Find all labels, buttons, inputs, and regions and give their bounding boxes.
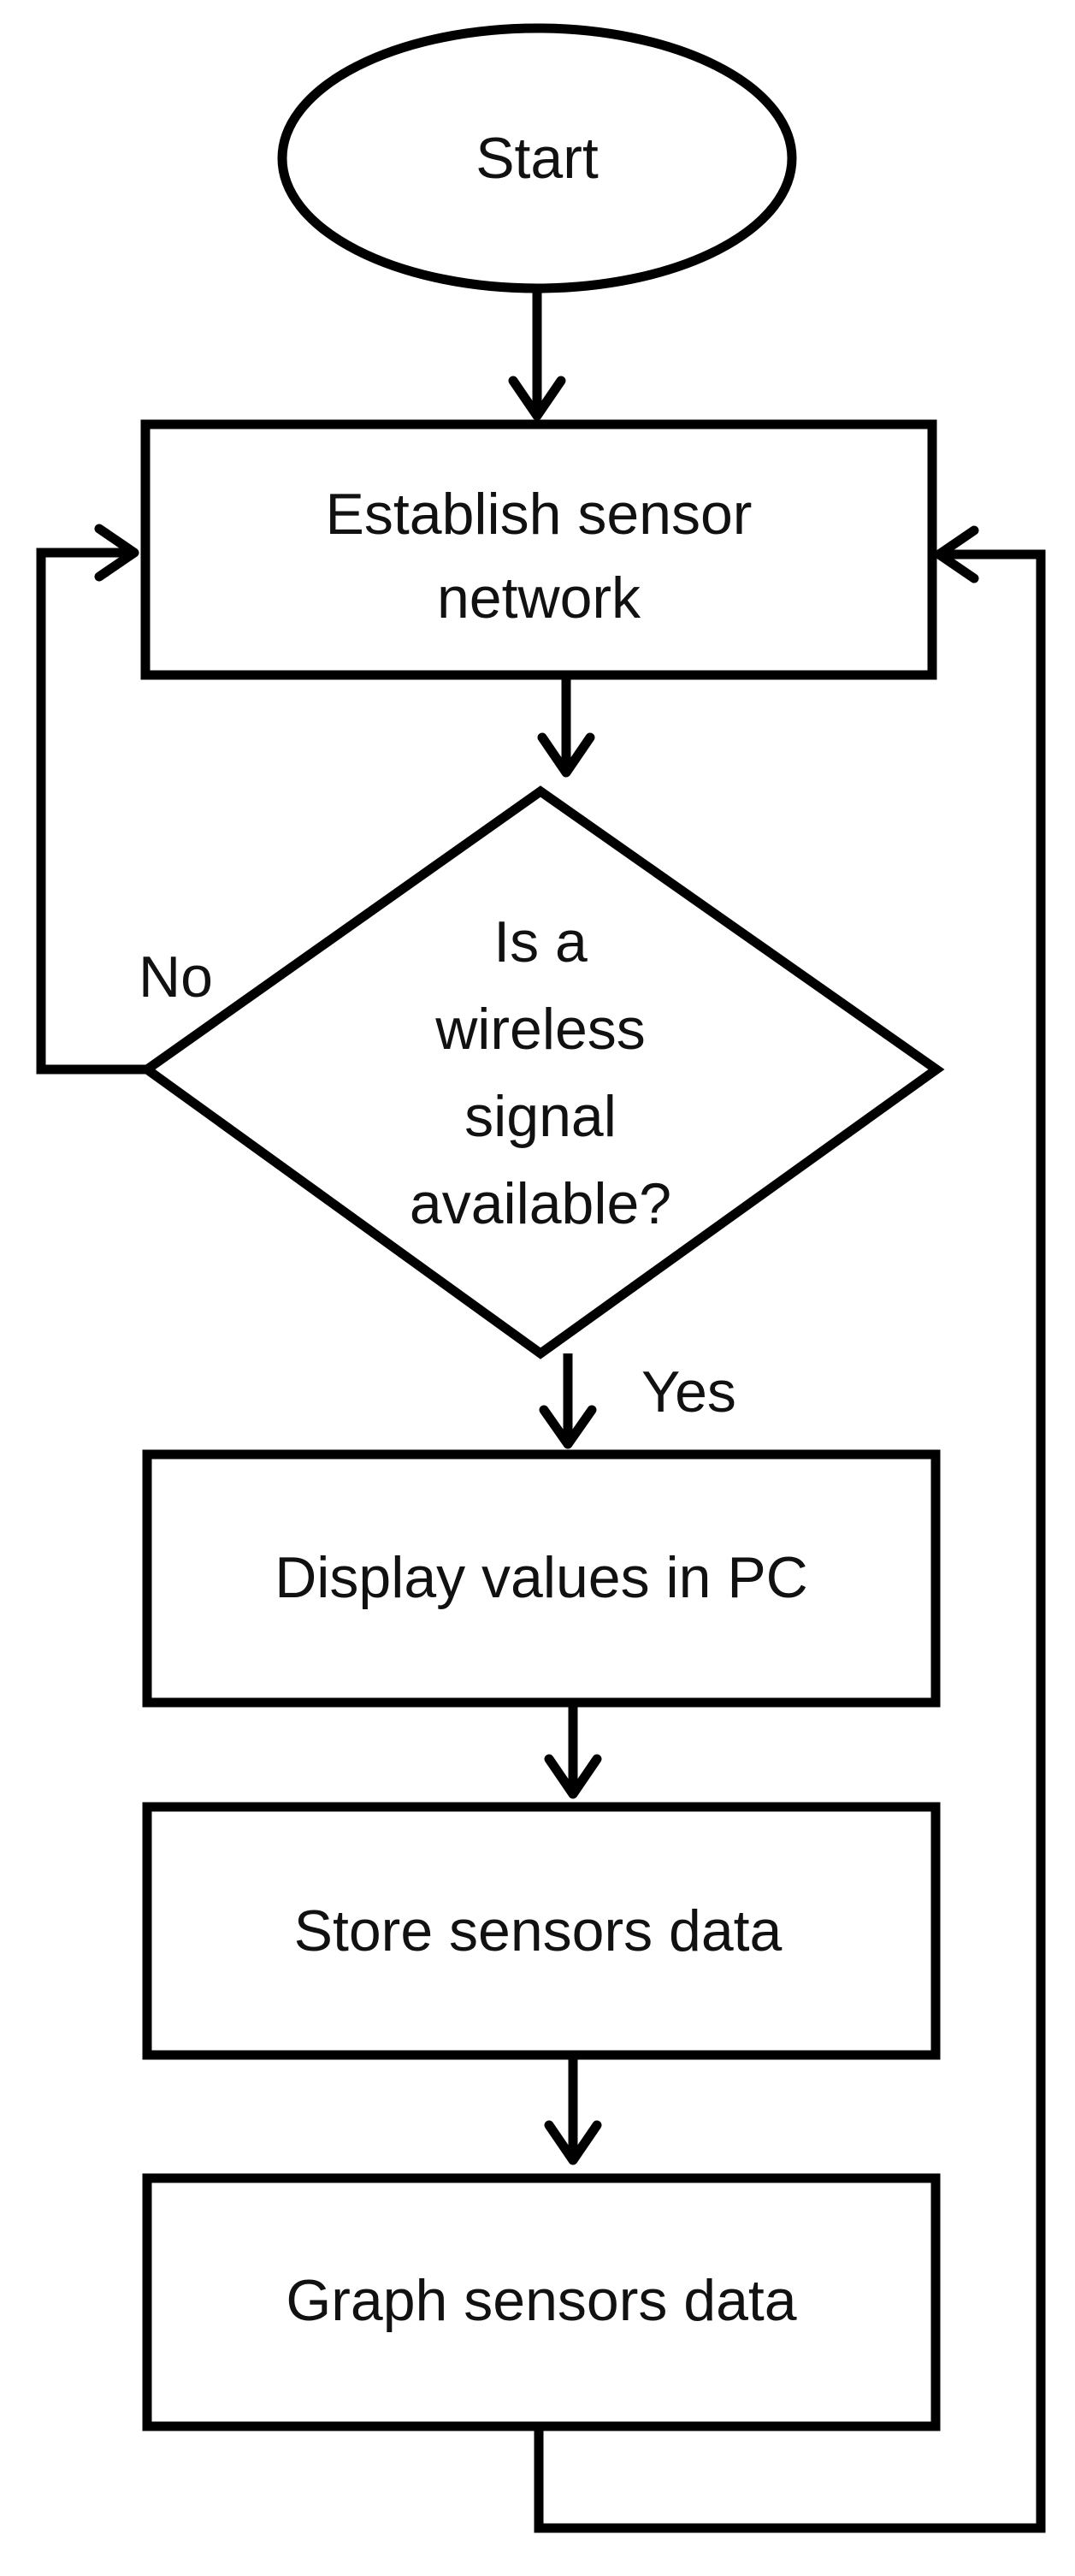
graph-data-node: Graph sensors data [142,2173,941,2431]
graph-data-box [142,2173,941,2431]
arrowhead [544,2120,602,2165]
yes-branch: Yes [539,1353,736,1449]
store-data-label: Store sensors data [294,1898,783,1963]
arrowhead [544,1754,602,1799]
store-data-box [142,1802,941,2060]
return-loop-line [534,549,1046,2533]
start-node: Start [277,23,797,293]
arrowhead [508,376,566,421]
establish-network-node: Establish sensor network [140,419,937,680]
establish-network-label-line1: Establish sensor [326,482,753,547]
display-values-label: Display values in PC [275,1545,808,1610]
decision-label-line3: signal [464,1084,617,1149]
start-label: Start [475,126,599,191]
arrowhead [537,732,595,778]
decision-label-line1: Is a [493,909,588,974]
no-label: No [139,945,213,1010]
arrowhead [94,524,139,582]
establish-network-box [140,419,937,680]
wireless-signal-decision: Is a wireless signal available? [139,785,945,1359]
no-branch: No [36,524,213,1075]
arrow-establish-to-decision [537,675,595,778]
arrow-start-to-establish [508,288,566,421]
arrowhead [539,1405,597,1449]
arrowhead [934,525,979,583]
return-loop [534,525,1046,2533]
arrow-display-to-store [544,1703,602,1799]
display-values-box [142,1449,941,1708]
store-data-node: Store sensors data [142,1802,941,2060]
no-branch-line [36,548,147,1075]
arrow-store-to-graph [544,2055,602,2165]
decision-label-line2: wireless [434,997,646,1062]
yes-label: Yes [641,1359,736,1424]
decision-label-line4: available? [410,1171,671,1236]
decision-diamond [139,785,945,1359]
graph-data-label: Graph sensors data [286,2268,796,2333]
display-values-node: Display values in PC [142,1449,941,1708]
establish-network-label-line2: network [437,566,641,631]
